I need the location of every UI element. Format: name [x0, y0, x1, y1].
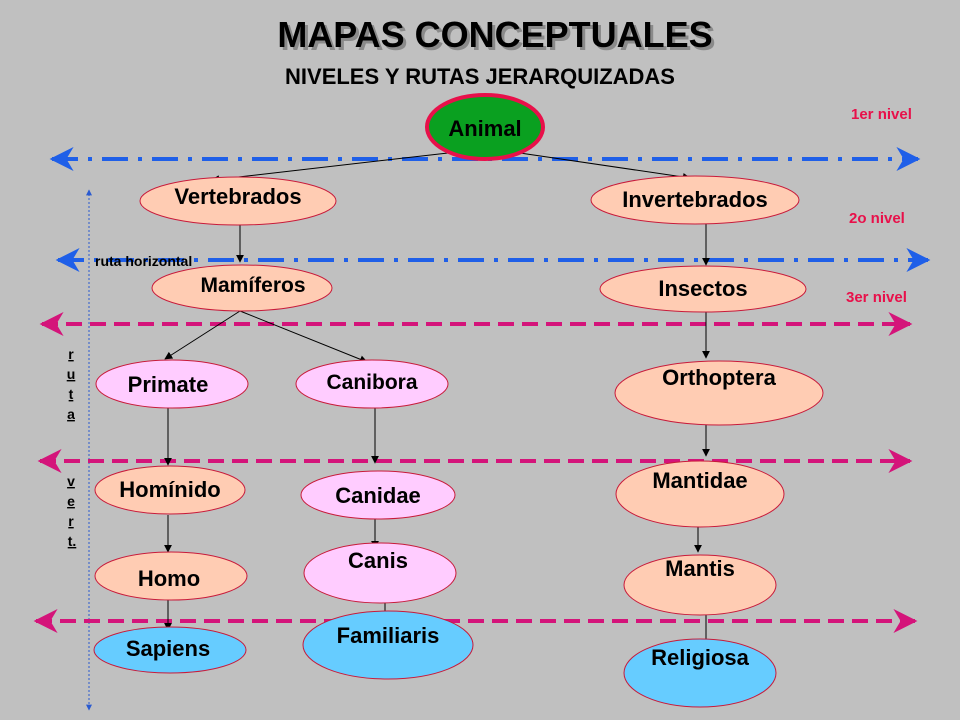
- route-vertical-letter: t.: [68, 533, 77, 549]
- node-mamiferos-label: Mamíferos: [200, 274, 305, 297]
- node-animal[interactable]: Animal: [425, 93, 545, 161]
- node-hominido-label: Homínido: [119, 477, 220, 502]
- node-primate[interactable]: Primate: [95, 359, 249, 409]
- node-insectos[interactable]: Insectos: [599, 265, 807, 313]
- page-title: MAPAS CONCEPTUALES: [277, 14, 713, 55]
- node-orthoptera[interactable]: Orthoptera: [614, 360, 824, 426]
- node-invertebrados[interactable]: Invertebrados: [590, 175, 800, 225]
- node-vertebrados-label: Vertebrados: [174, 184, 301, 209]
- node-mamiferos[interactable]: Mamíferos: [151, 264, 333, 312]
- node-vertebrados[interactable]: Vertebrados: [139, 176, 337, 226]
- node-familiaris-label: Familiaris: [337, 623, 440, 648]
- route-vertical-letter: u: [67, 366, 76, 382]
- node-canibora-label: Canibora: [326, 371, 417, 394]
- node-homo-label: Homo: [138, 566, 200, 591]
- level-2-label: 2o nivel: [849, 210, 905, 227]
- node-mantis[interactable]: Mantis: [623, 554, 777, 616]
- page-subtitle: NIVELES Y RUTAS JERARQUIZADAS: [285, 64, 675, 89]
- level-1-label: 1er nivel: [851, 106, 912, 123]
- node-familiaris[interactable]: Familiaris: [302, 610, 474, 680]
- node-canis-label: Canis: [348, 548, 408, 573]
- node-orthoptera-label: Orthoptera: [662, 365, 776, 390]
- route-vertical-letter: a: [67, 406, 75, 422]
- node-religiosa-label: Religiosa: [651, 645, 750, 670]
- node-hominido[interactable]: Homínido: [94, 465, 246, 515]
- node-insectos-label: Insectos: [658, 276, 747, 301]
- route-vertical-letter: t: [69, 386, 74, 402]
- node-canidae-label: Canidae: [335, 483, 421, 508]
- route-horizontal-label: ruta horizontal: [95, 253, 192, 269]
- route-vertical-label: r u t a v e r t.: [67, 346, 77, 549]
- route-vertical-letter: e: [67, 493, 75, 509]
- node-canidae[interactable]: Canidae: [300, 470, 456, 520]
- node-primate-label: Primate: [128, 372, 209, 397]
- node-mantidae-label: Mantidae: [652, 468, 747, 493]
- node-mantis-label: Mantis: [665, 556, 735, 581]
- connector-animal-vertebrados: [211, 152, 449, 184]
- connector-mamiferos-canibora: [239, 310, 368, 364]
- route-vertical-letter: r: [68, 346, 74, 362]
- route-vertical-letter: r: [68, 513, 74, 529]
- node-sapiens[interactable]: Sapiens: [93, 626, 247, 674]
- node-sapiens-label: Sapiens: [126, 636, 210, 661]
- node-mantidae[interactable]: Mantidae: [615, 460, 785, 528]
- node-canibora[interactable]: Canibora: [295, 359, 449, 409]
- node-homo[interactable]: Homo: [94, 551, 248, 601]
- node-animal-label: Animal: [448, 116, 521, 141]
- connector-animal-invertebrados: [519, 152, 691, 181]
- node-canis[interactable]: Canis: [303, 542, 457, 604]
- connector-mamiferos-primate: [164, 310, 241, 360]
- route-vertical-letter: v: [67, 473, 75, 489]
- node-invertebrados-label: Invertebrados: [622, 187, 768, 212]
- level-3-label: 3er nivel: [846, 289, 907, 306]
- node-religiosa[interactable]: Religiosa: [623, 638, 777, 708]
